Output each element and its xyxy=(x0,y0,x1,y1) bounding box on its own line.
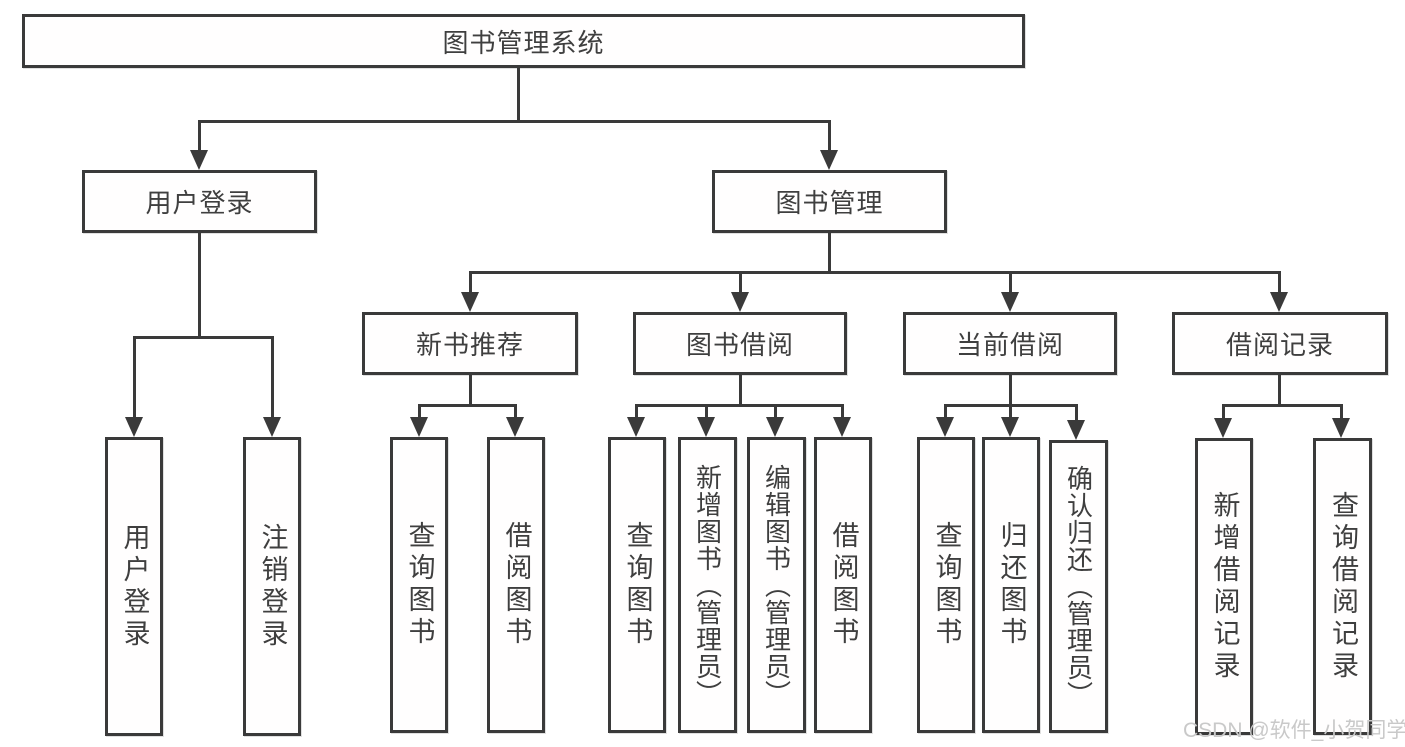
connector-leaf-drop xyxy=(1075,404,1078,430)
connector-root-branch xyxy=(198,120,830,123)
node-book-borrow-label: 图书借阅 xyxy=(685,330,794,360)
leaf-return-books-label: 归还图书 xyxy=(996,521,1027,649)
arrow-down-icon xyxy=(766,417,784,437)
leaf-user-login: 用户登录 xyxy=(105,437,163,736)
node-book-borrow: 图书借阅 xyxy=(633,312,847,375)
leaf-confirm-return-admin: 确认归还（管理员） xyxy=(1049,440,1108,733)
leaf-query-books-borrow: 查询图书 xyxy=(608,437,666,733)
arrow-down-icon xyxy=(263,417,281,437)
node-user-login: 用户登录 xyxy=(82,170,317,233)
leaf-query-books-current-label: 查询图书 xyxy=(931,521,962,649)
connector-l3-drop xyxy=(1278,271,1281,302)
leaf-query-borrow-record: 查询借阅记录 xyxy=(1313,438,1372,735)
connector-leaf-drop xyxy=(1340,404,1343,428)
arrow-down-icon xyxy=(1270,292,1288,312)
connector-leaf-drop xyxy=(705,404,708,427)
connector-stub xyxy=(1009,375,1012,404)
leaf-logout: 注销登录 xyxy=(243,437,301,736)
arrow-down-icon xyxy=(506,417,524,437)
leaf-query-books-recommend-label: 查询图书 xyxy=(404,521,435,649)
node-new-book-recommend-label: 新书推荐 xyxy=(415,330,524,360)
connector-l3-drop xyxy=(739,271,742,302)
arrow-down-icon xyxy=(1067,420,1085,440)
connector-root-stub xyxy=(517,68,520,120)
leaf-add-borrow-record-label: 新增借阅记录 xyxy=(1209,490,1240,683)
arrow-down-icon xyxy=(125,417,143,437)
leaf-query-books-current: 查询图书 xyxy=(917,437,975,733)
node-root: 图书管理系统 xyxy=(22,14,1025,68)
leaf-borrow-books-recommend: 借阅图书 xyxy=(487,437,545,733)
node-root-label: 图书管理系统 xyxy=(442,27,605,58)
leaf-add-books-admin-label: 新增图书（管理员） xyxy=(692,463,723,707)
leaf-edit-books-admin: 编辑图书（管理员） xyxy=(747,437,806,733)
leaf-borrow-books: 借阅图书 xyxy=(814,437,872,733)
leaf-borrow-books-label: 借阅图书 xyxy=(828,521,859,649)
connector-leaf-drop xyxy=(944,404,947,427)
arrow-down-icon xyxy=(190,150,208,170)
node-current-borrow: 当前借阅 xyxy=(903,312,1117,375)
arrow-down-icon xyxy=(1001,292,1019,312)
leaf-return-books: 归还图书 xyxy=(982,437,1040,733)
node-new-book-recommend: 新书推荐 xyxy=(362,312,578,375)
node-borrow-records-label: 借阅记录 xyxy=(1225,330,1334,360)
connector-book-mgmt-branch xyxy=(469,271,1281,274)
connector-user-login-stub xyxy=(198,233,201,336)
leaf-edit-books-admin-label: 编辑图书（管理员） xyxy=(761,463,792,707)
leaf-confirm-return-admin-label: 确认归还（管理员） xyxy=(1063,465,1094,708)
connector-user-login-drop xyxy=(198,120,201,153)
connector-stub xyxy=(469,375,472,404)
connector-branch xyxy=(418,404,516,407)
csdn-watermark: CSDN @软件_小贺同学 xyxy=(1183,719,1405,742)
connector-leaf-drop xyxy=(774,404,777,427)
arrow-down-icon xyxy=(936,417,954,437)
connector-leaf-drop xyxy=(133,336,136,425)
connector-stub xyxy=(1278,375,1281,404)
connector-l3-drop xyxy=(1009,271,1012,302)
connector-branch xyxy=(635,404,843,407)
node-book-mgmt: 图书管理 xyxy=(712,170,947,233)
connector-user-login-branch xyxy=(133,336,274,339)
arrow-down-icon xyxy=(1001,417,1019,437)
arrow-down-icon xyxy=(697,417,715,437)
connector-leaf-drop xyxy=(1222,404,1225,428)
arrow-down-icon xyxy=(820,150,838,170)
connector-l3-drop xyxy=(469,271,472,302)
connector-book-mgmt-stub xyxy=(828,233,831,272)
leaf-user-login-label: 用户登录 xyxy=(119,522,150,651)
arrow-down-icon xyxy=(731,292,749,312)
arrow-down-icon xyxy=(627,417,645,437)
connector-book-mgmt-drop xyxy=(828,120,831,153)
connector-leaf-drop xyxy=(418,404,421,427)
arrow-down-icon xyxy=(833,417,851,437)
arrow-down-icon xyxy=(410,417,428,437)
leaf-logout-label: 注销登录 xyxy=(257,522,288,651)
node-user-login-label: 用户登录 xyxy=(145,188,254,218)
leaf-query-books-borrow-label: 查询图书 xyxy=(622,521,653,649)
connector-leaf-drop xyxy=(271,336,274,425)
leaf-borrow-books-recommend-label: 借阅图书 xyxy=(501,521,532,649)
connector-leaf-drop xyxy=(635,404,638,427)
arrow-down-icon xyxy=(461,292,479,312)
leaf-query-borrow-record-label: 查询借阅记录 xyxy=(1328,490,1358,683)
arrow-down-icon xyxy=(1332,418,1350,438)
arrow-down-icon xyxy=(1214,418,1232,438)
node-current-borrow-label: 当前借阅 xyxy=(955,330,1064,360)
connector-branch xyxy=(1222,404,1342,407)
connector-leaf-drop xyxy=(1009,404,1012,427)
connector-leaf-drop xyxy=(841,404,844,427)
leaf-add-books-admin: 新增图书（管理员） xyxy=(678,437,737,733)
connector-stub xyxy=(739,375,742,404)
leaf-add-borrow-record: 新增借阅记录 xyxy=(1195,438,1253,735)
node-borrow-records: 借阅记录 xyxy=(1172,312,1388,375)
leaf-query-books-recommend: 查询图书 xyxy=(390,437,448,733)
node-book-mgmt-label: 图书管理 xyxy=(775,188,884,218)
connector-leaf-drop xyxy=(514,404,517,427)
